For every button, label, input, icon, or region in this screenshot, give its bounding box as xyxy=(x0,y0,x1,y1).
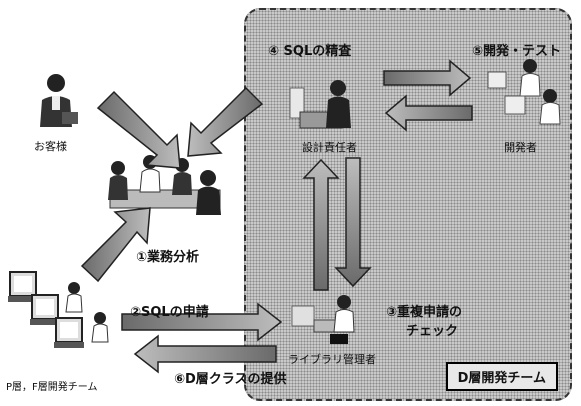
arrow-pf-to-library xyxy=(121,302,283,342)
pf-team-label: P層，F層開発チーム xyxy=(6,382,98,393)
arrow-pf-to-analysis xyxy=(80,207,151,283)
developers-figure-icon xyxy=(487,59,561,125)
arrow-design-to-analysis xyxy=(187,86,264,157)
step-1-business-analysis: ①業務分析 xyxy=(136,250,200,265)
pf-team-computers-icon xyxy=(8,271,109,348)
developer-label: 開発者 xyxy=(504,141,537,154)
team-label: D層開発チーム xyxy=(445,362,558,391)
arrow-developers-to-design xyxy=(384,94,473,132)
arrow-library-to-design xyxy=(302,158,340,291)
design-lead-figure-icon xyxy=(289,80,351,129)
arrow-library-to-pf xyxy=(133,334,277,374)
customer-label: お客様 xyxy=(34,140,67,153)
step-4-sql-review: ④ SQLの精査 xyxy=(268,44,352,59)
step-3-duplicate-check-line1: ③重複申請の xyxy=(386,305,463,320)
step-5-dev-test: ⑤開発・テスト xyxy=(472,44,562,59)
arrow-design-to-library xyxy=(334,157,372,288)
step-3-duplicate-check-line2: チェック xyxy=(406,324,459,339)
library-admin-label: ライブラリ管理者 xyxy=(288,353,376,366)
arrow-customer-to-analysis xyxy=(96,90,181,169)
design-lead-label: 設計責任者 xyxy=(302,141,357,154)
customer-figure-icon xyxy=(40,74,78,127)
step-6-d-layer-class: ⑥D層クラスの提供 xyxy=(174,372,287,387)
library-admin-figure-icon xyxy=(291,295,355,344)
step-2-sql-request: ②SQLの申請 xyxy=(130,305,209,320)
arrow-design-to-developers xyxy=(383,59,472,97)
